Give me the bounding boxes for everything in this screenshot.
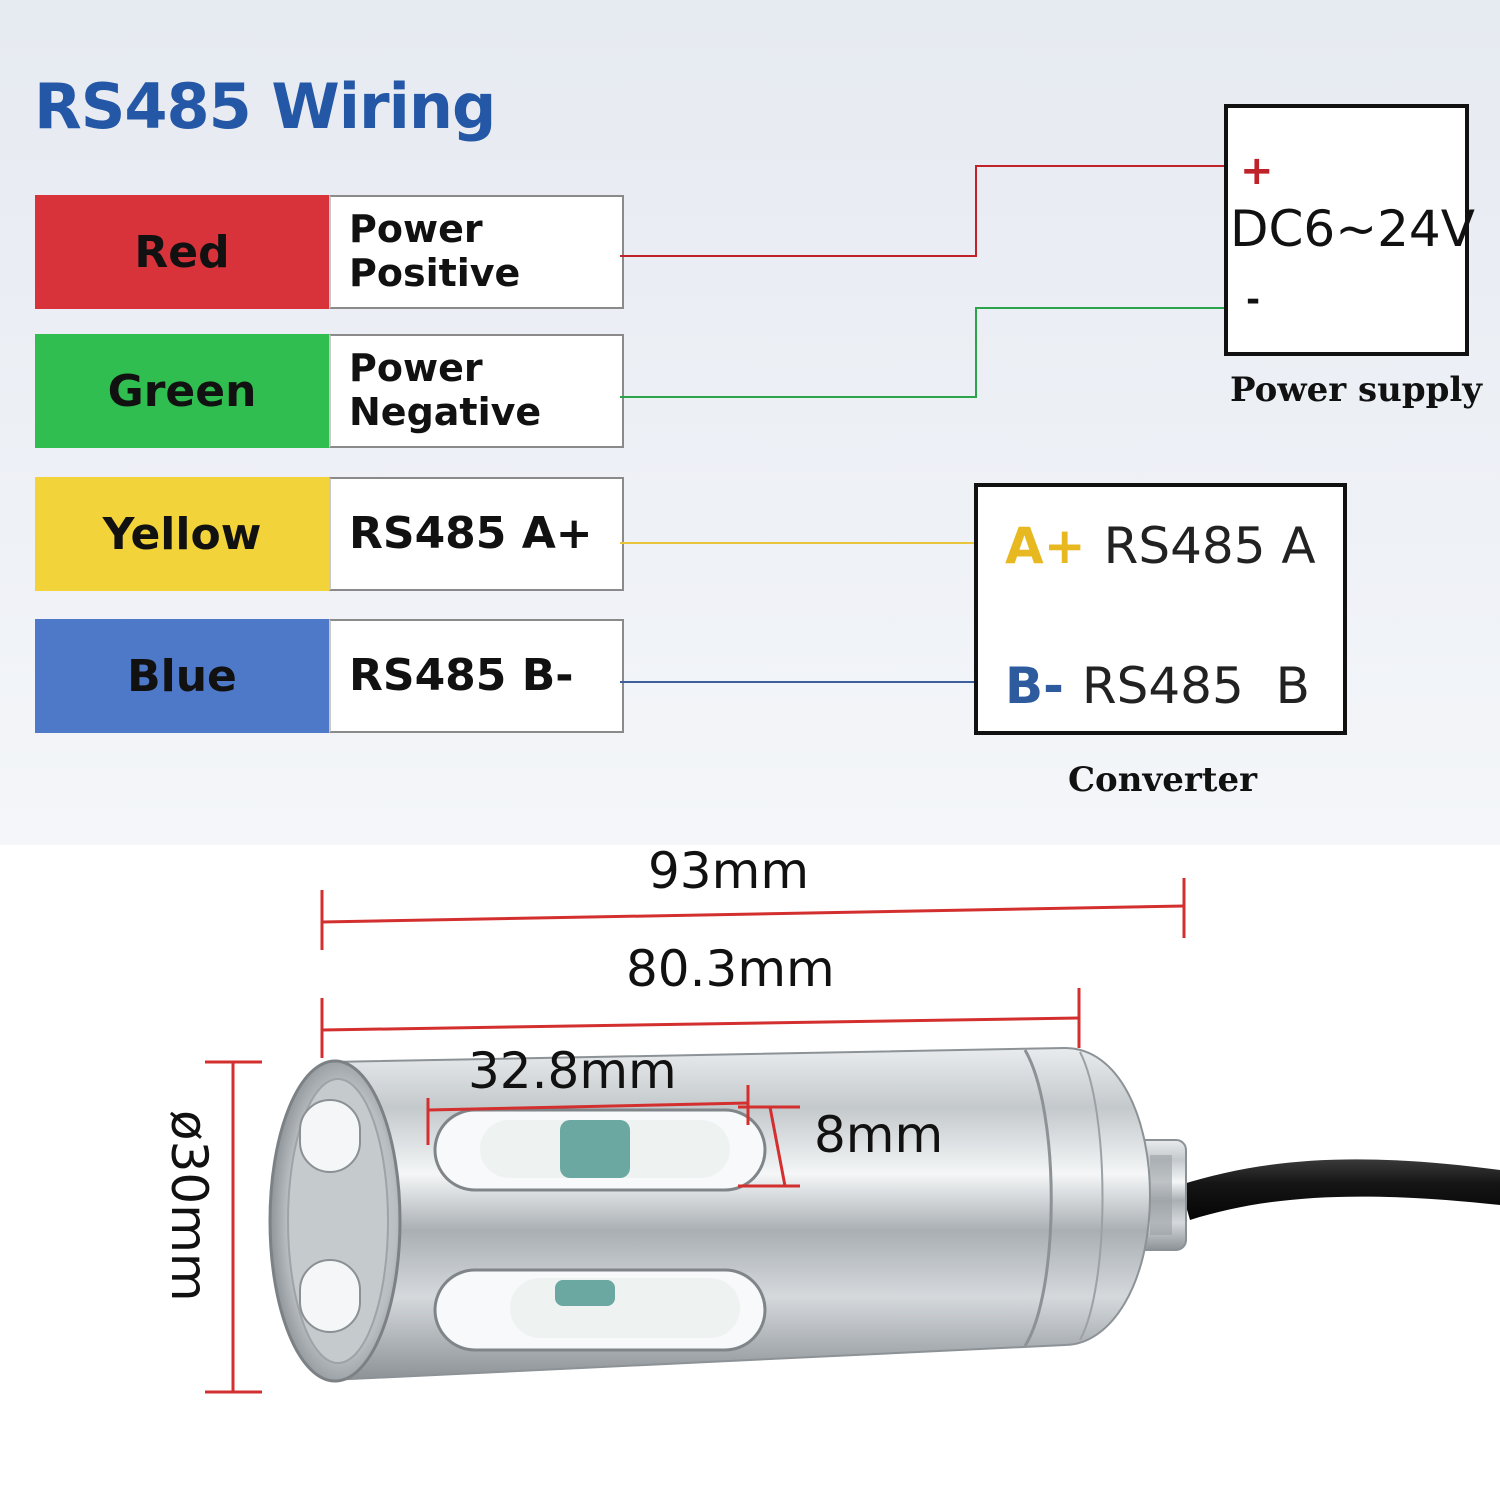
wire-row-blue: Blue RS485 B- <box>35 619 624 733</box>
dim-body-length: 80.3mm <box>626 940 835 998</box>
dimension-lines <box>205 878 1186 1394</box>
converter-box <box>974 483 1347 735</box>
green-wire-line <box>620 307 1224 398</box>
power-supply-caption: Power supply <box>1230 370 1483 410</box>
wire-function-line: Power <box>349 207 483 252</box>
wire-row-red: Red Power Positive <box>35 195 624 309</box>
converter-label-b: RS485 B <box>1081 657 1310 715</box>
dim-total-length: 93mm <box>648 842 810 900</box>
page-title: RS485 Wiring <box>34 70 496 143</box>
converter-line-b: B- RS485 B <box>1005 657 1310 715</box>
power-supply-box <box>1224 104 1469 356</box>
dim-slot-width: 8mm <box>814 1106 944 1164</box>
wire-color-label: Blue <box>35 619 329 733</box>
wire-function-line: Negative <box>349 390 542 434</box>
wire-row-green: Green Power Negative <box>35 334 624 448</box>
converter-pin-a: A+ <box>1005 517 1086 575</box>
wire-row-yellow: Yellow RS485 A+ <box>35 477 624 591</box>
power-supply-plus: + <box>1240 148 1274 194</box>
wire-color-label: Green <box>35 334 329 448</box>
power-supply-minus: - <box>1246 280 1261 320</box>
wire-function: Power Negative <box>329 334 624 448</box>
wire-function-line: Positive <box>349 251 521 295</box>
converter-line-a: A+ RS485 A <box>1005 517 1316 575</box>
red-wire-line <box>620 165 1224 257</box>
wire-function-line: Power <box>349 346 483 391</box>
converter-pin-b: B- <box>1005 657 1064 715</box>
wire-color-label: Yellow <box>35 477 329 591</box>
dim-diameter: ø30mm <box>160 1110 218 1302</box>
probe-cable <box>1180 1159 1500 1220</box>
converter-label-a: RS485 A <box>1103 517 1316 575</box>
wire-function: RS485 A+ <box>329 477 624 591</box>
wire-function: Power Positive <box>329 195 624 309</box>
dim-slot-length: 32.8mm <box>468 1042 677 1100</box>
power-supply-voltage: DC6~24V <box>1230 200 1475 258</box>
wire-function: RS485 B- <box>329 619 624 733</box>
wire-color-label: Red <box>35 195 329 309</box>
converter-caption: Converter <box>1068 760 1258 800</box>
